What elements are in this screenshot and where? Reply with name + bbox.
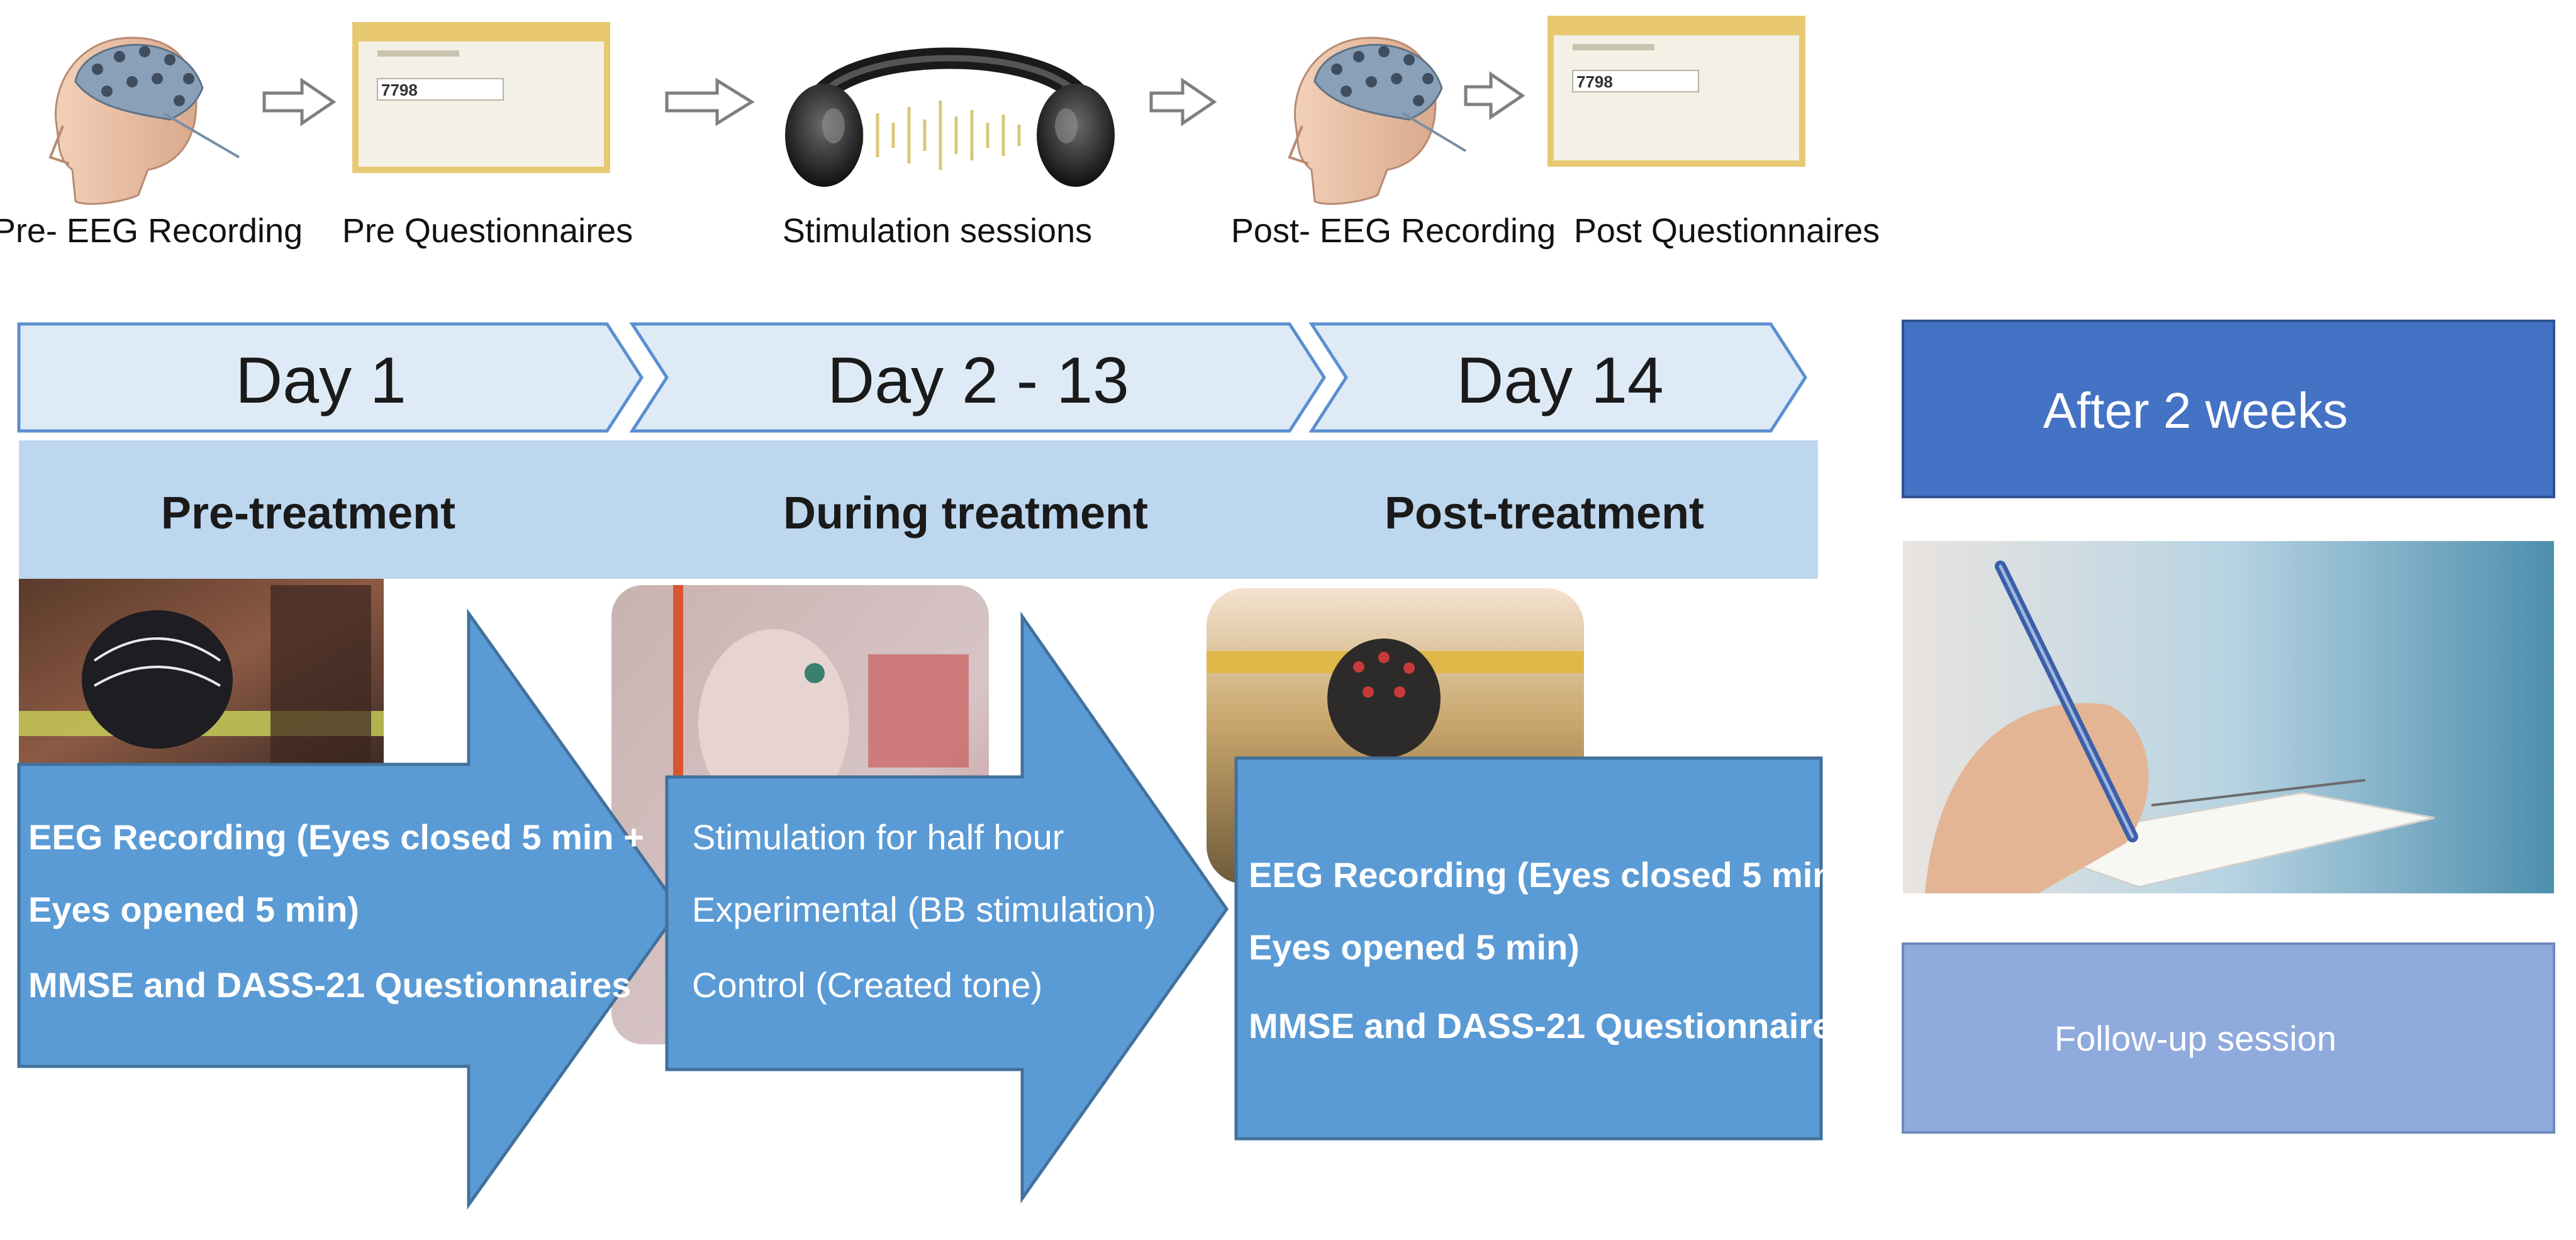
phase-label-post: Post-treatment — [1385, 488, 1704, 539]
pre-text-line-2: Eyes opened 5 min) — [28, 890, 359, 929]
post-text-line-2: Eyes opened 5 min) — [1249, 927, 1580, 967]
follow-up-session-label: Follow-up session — [2055, 1019, 2336, 1058]
step-label-pre-eeg: Pre- EEG Recording — [0, 212, 303, 250]
step-label-post-eeg: Post- EEG Recording — [1231, 212, 1556, 250]
phase-band — [19, 440, 1818, 579]
photo-pre-eeg — [19, 579, 384, 768]
phase-label-pre: Pre-treatment — [161, 488, 455, 539]
post-treatment-box — [1234, 756, 1823, 1141]
day-label-1: Day 1 — [235, 344, 406, 417]
phase-arrow-during — [665, 612, 1229, 1204]
phase-label-during: During treatment — [783, 488, 1148, 539]
day-label-3: Day 14 — [1456, 344, 1664, 417]
during-text-line-1: Stimulation for half hour — [692, 817, 1064, 857]
pre-screen-value: 7798 — [381, 81, 418, 99]
post-screen-value: 7798 — [1576, 72, 1613, 91]
phase-arrow-pre — [17, 608, 682, 1210]
headphones-icon — [785, 47, 1115, 187]
after-two-weeks-box — [1902, 320, 2555, 498]
day-chevron-2 — [629, 322, 1326, 433]
flow-arrow-4 — [1464, 71, 1525, 120]
during-text-line-3: Control (Created tone) — [692, 965, 1042, 1005]
pre-text-line-1: EEG Recording (Eyes closed 5 min + — [28, 817, 644, 857]
pre-eeg-head-icon — [48, 36, 240, 205]
post-text-line-3: MMSE and DASS-21 Questionnaires — [1249, 1006, 1851, 1046]
step-label-stimulation: Stimulation sessions — [783, 212, 1092, 250]
post-eeg-head-icon — [1288, 36, 1467, 205]
flow-arrow-1 — [262, 77, 337, 126]
flow-arrow-2 — [665, 77, 755, 126]
post-questionnaire-window-icon: 7798 — [1547, 16, 1805, 167]
pre-text-line-3: MMSE and DASS-21 Questionnaires — [28, 965, 631, 1005]
photo-writing — [1903, 541, 2554, 893]
day-chevron-3 — [1308, 322, 1807, 433]
pre-questionnaire-window-icon: 7798 — [352, 22, 610, 173]
flow-arrow-3 — [1149, 77, 1217, 126]
after-two-weeks-label: After 2 weeks — [2043, 383, 2348, 438]
follow-up-session-box — [1902, 942, 2555, 1134]
post-text-line-1: EEG Recording (Eyes closed 5 min + — [1249, 855, 1865, 895]
step-label-post-questionnaires: Post Questionnaires — [1574, 212, 1880, 250]
during-text-line-2: Experimental (BB stimulation) — [692, 890, 1156, 929]
day-chevron-1 — [17, 322, 644, 433]
step-label-pre-questionnaires: Pre Questionnaires — [342, 212, 633, 250]
day-label-2: Day 2 - 13 — [827, 344, 1129, 417]
